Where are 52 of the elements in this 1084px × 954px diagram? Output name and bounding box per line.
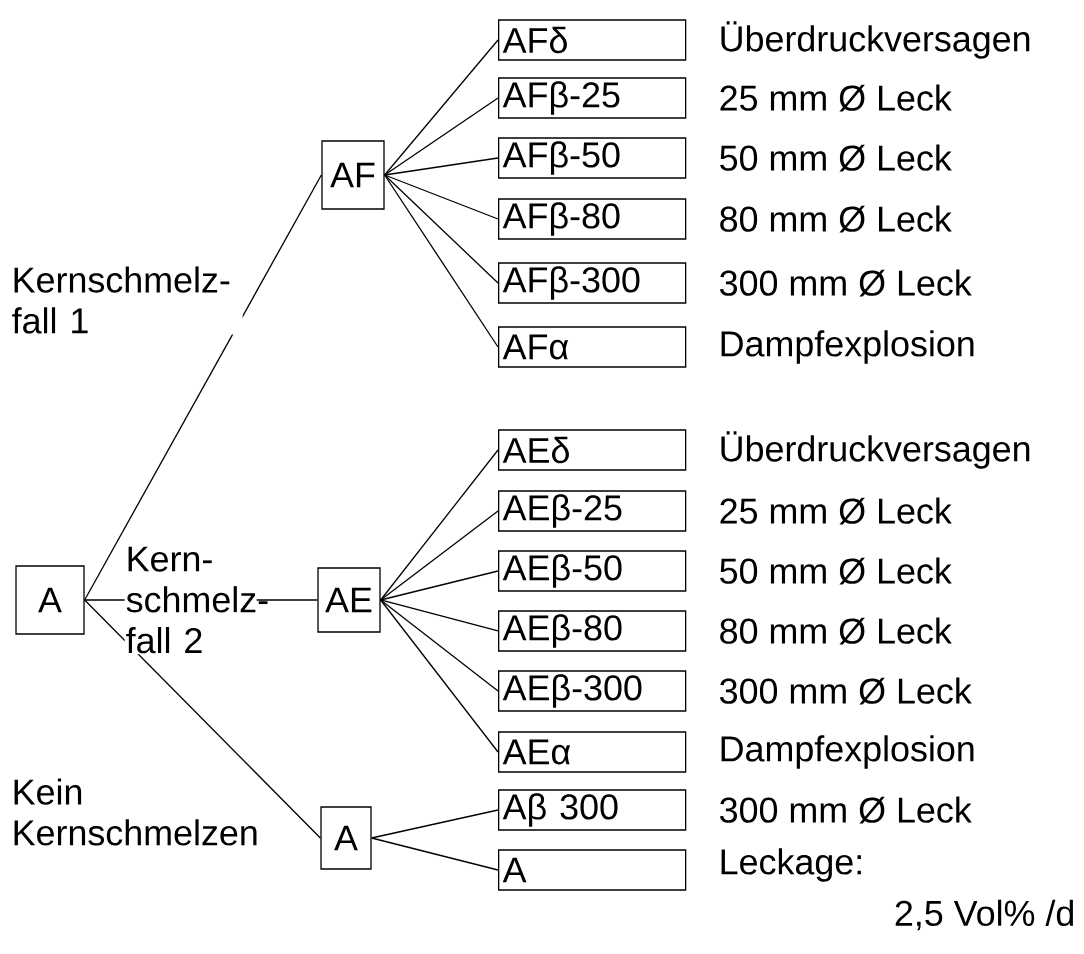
- state-box: A: [320, 806, 372, 870]
- outcome-description: Dampfexplosion: [721, 735, 974, 769]
- outcome-box: AEδ: [498, 429, 687, 471]
- outcome-description: 2,5 Vol% /d: [895, 899, 1073, 931]
- edge-label: Kernschmelz- fall 1: [10, 265, 243, 335]
- branch-line: [384, 174, 499, 348]
- branch-line: [384, 97, 499, 176]
- outcome-description: 50 mm Ø Leck: [720, 557, 952, 585]
- outcome-description: Leckage:: [721, 848, 861, 882]
- state-box: AF: [321, 140, 385, 210]
- outcome-description: 300 mm Ø Leck: [720, 677, 972, 705]
- branch-line: [380, 510, 499, 601]
- outcome-box: AFβ-50: [498, 137, 687, 179]
- branch-line: [380, 599, 499, 632]
- outcome-box: AEβ-80: [498, 610, 687, 652]
- branch-line: [371, 809, 499, 839]
- outcome-description: Überdruckversagen: [721, 21, 1030, 59]
- outcome-description: 25 mm Ø Leck: [720, 84, 952, 112]
- branch-line: [371, 837, 499, 871]
- outcome-box: Aβ 300: [498, 789, 687, 831]
- edge-label: Kein Kernschmelzen: [10, 777, 257, 847]
- branch-line: [380, 449, 499, 601]
- outcome-box: AEβ-50: [498, 550, 687, 592]
- edge-label: Kern- schmelz- fall 2: [124, 545, 268, 655]
- branch-line: [384, 174, 499, 220]
- outcome-description: 300 mm Ø Leck: [720, 269, 972, 297]
- outcome-box: AEα: [498, 731, 687, 773]
- branch-line: [380, 599, 499, 692]
- outcome-box: AFβ-300: [498, 262, 687, 304]
- outcome-box: AFδ: [498, 19, 687, 61]
- state-box: AE: [317, 567, 381, 633]
- outcome-box: AFβ-25: [498, 77, 687, 119]
- outcome-box: A: [498, 849, 687, 891]
- branch-line: [384, 174, 499, 284]
- outcome-box: AFα: [498, 326, 687, 368]
- outcome-box: AEβ-300: [498, 670, 687, 712]
- outcome-description: 80 mm Ø Leck: [720, 617, 952, 645]
- branch-line: [84, 174, 322, 601]
- outcome-box: AFβ-80: [498, 198, 687, 240]
- outcome-description: Dampfexplosion: [721, 330, 974, 364]
- branch-line: [84, 599, 321, 839]
- outcome-description: 50 mm Ø Leck: [720, 144, 952, 172]
- state-box: A: [15, 565, 85, 635]
- outcome-description: Überdruckversagen: [721, 431, 1030, 469]
- branch-line: [384, 157, 499, 176]
- outcome-description: 25 mm Ø Leck: [720, 497, 952, 525]
- outcome-description: 300 mm Ø Leck: [720, 796, 972, 824]
- outcome-description: 80 mm Ø Leck: [720, 205, 952, 233]
- branch-line: [380, 570, 499, 601]
- branch-line: [380, 599, 499, 753]
- branch-line: [384, 39, 499, 176]
- outcome-box: AEβ-25: [498, 490, 687, 532]
